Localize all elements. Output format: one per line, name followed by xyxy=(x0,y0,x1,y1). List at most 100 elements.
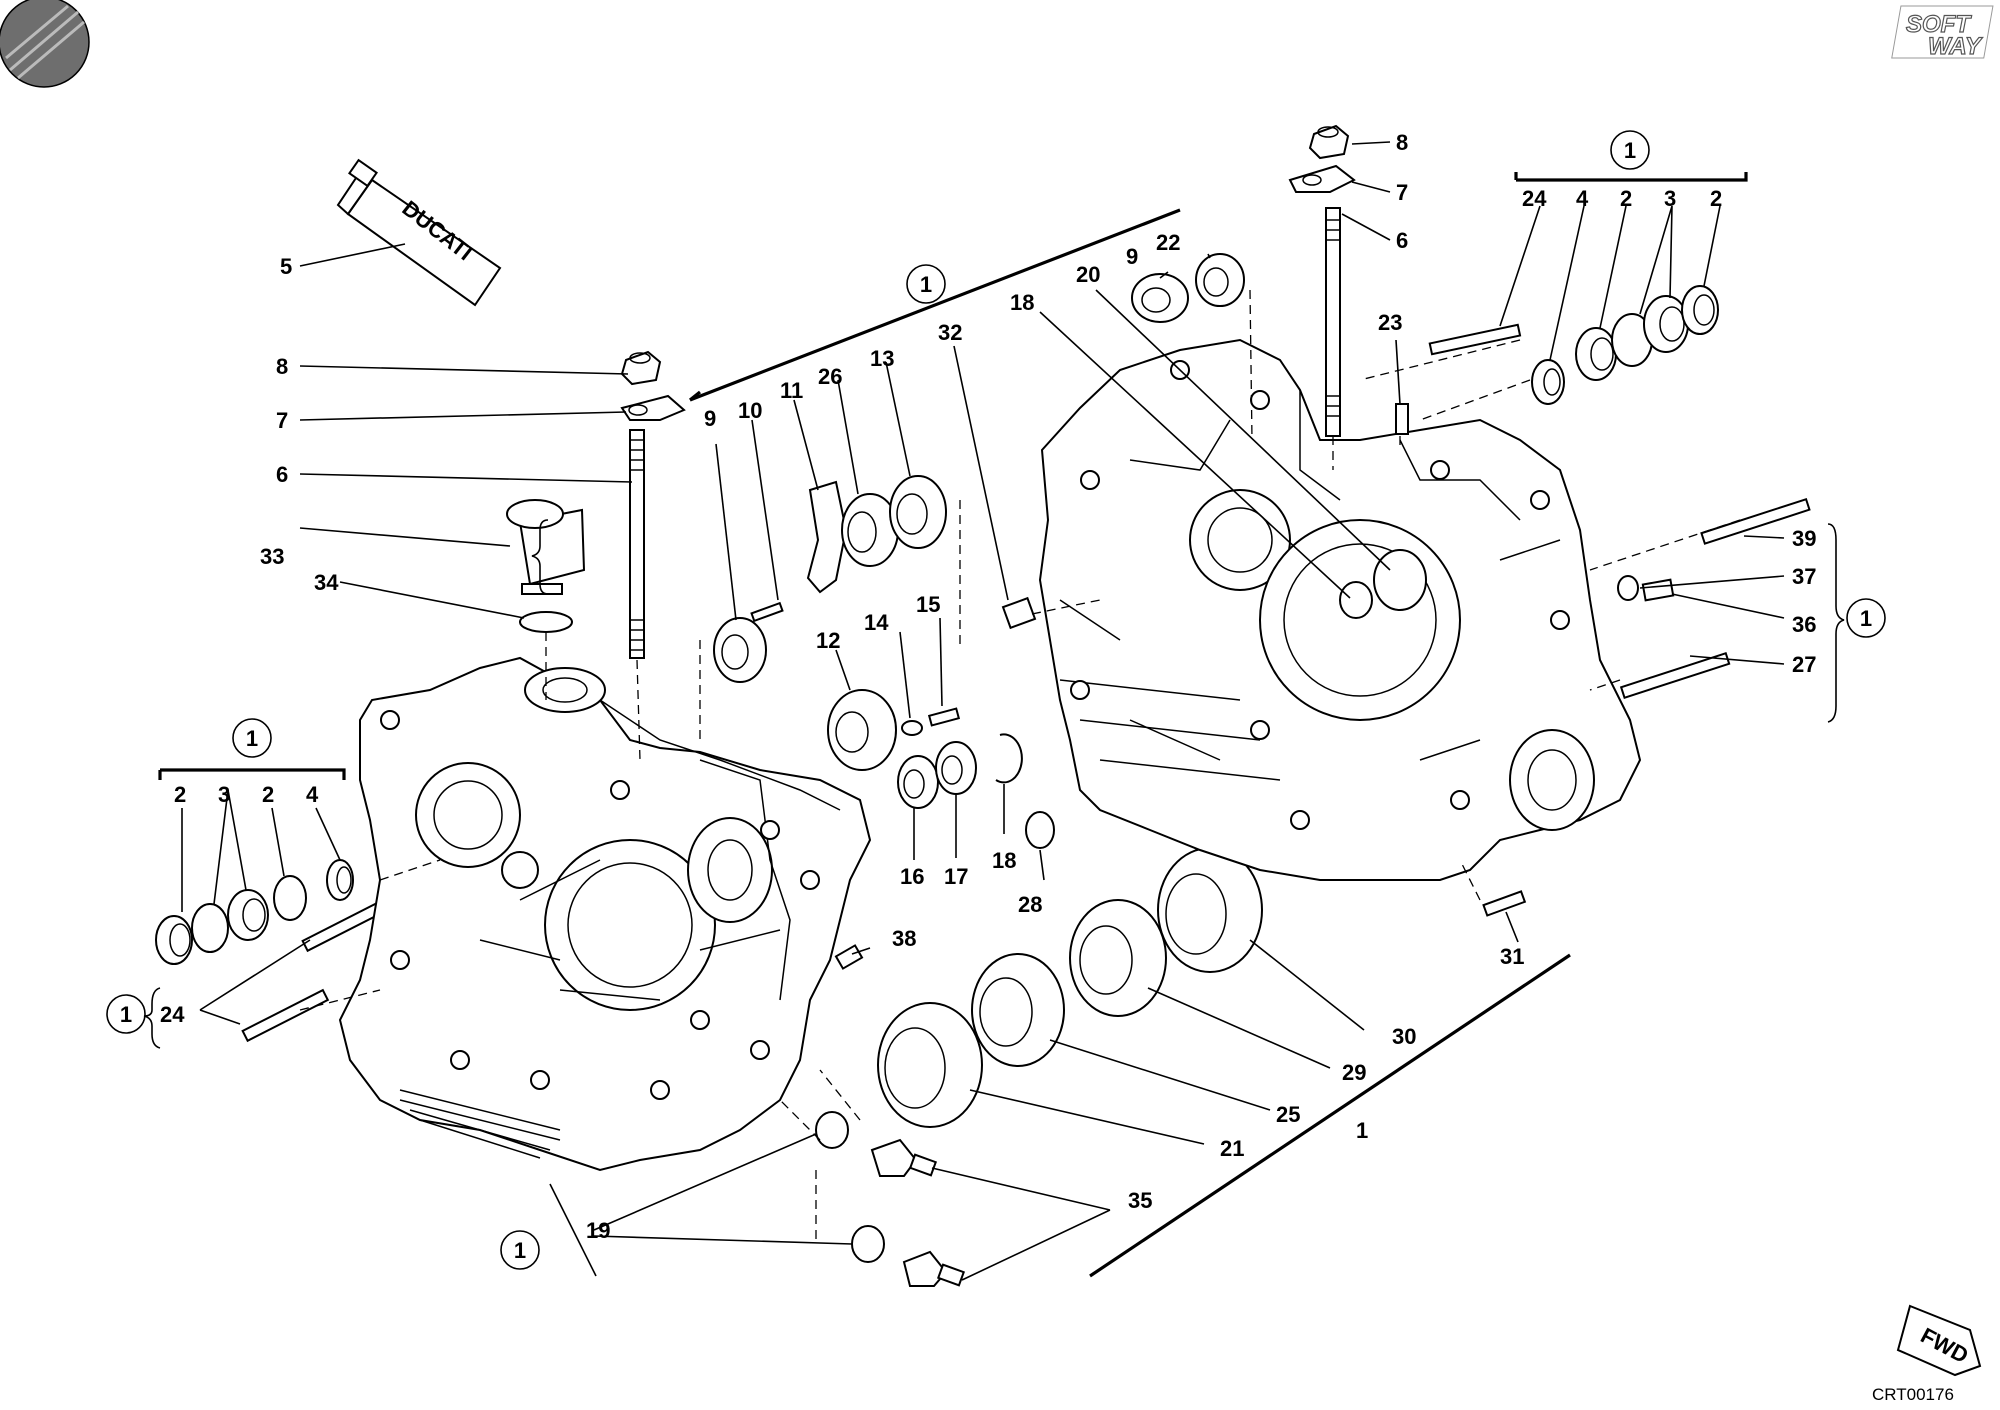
logo-text-top: SOFT xyxy=(1906,11,1972,38)
svg-text:1: 1 xyxy=(514,1238,526,1263)
callout-3-left: 3 xyxy=(218,782,230,807)
plug-36 xyxy=(1641,578,1675,602)
callout-27: 27 xyxy=(1792,652,1816,677)
washer-37 xyxy=(1617,575,1639,601)
corner-logo-disc xyxy=(0,0,90,88)
seal-22 xyxy=(1195,253,1245,307)
callout-8-left: 8 xyxy=(276,354,288,379)
callout-18-left: 18 xyxy=(992,848,1016,873)
callout-26: 26 xyxy=(818,364,842,389)
callout-31: 31 xyxy=(1500,944,1524,969)
callout-9-left: 9 xyxy=(704,406,716,431)
kit-marker-right: 1 xyxy=(1846,598,1886,638)
screw-15 xyxy=(927,707,961,727)
nut-right xyxy=(1308,124,1350,160)
plug-35-bottom xyxy=(902,1250,966,1287)
callout-7-right: 7 xyxy=(1396,180,1408,205)
retainer-plate-11 xyxy=(806,480,848,594)
sealant-tube: DUCATI xyxy=(336,158,502,307)
bearing-25 xyxy=(971,953,1065,1067)
left-bearing-stack xyxy=(155,859,354,965)
washer-14 xyxy=(901,720,923,736)
kit-marker-24: 1 xyxy=(106,994,146,1034)
bracket-top-right xyxy=(1516,172,1748,182)
callout-25: 25 xyxy=(1276,1102,1300,1127)
bolt-27 xyxy=(1619,651,1731,699)
breather-cap xyxy=(506,499,586,595)
callout-34: 34 xyxy=(314,570,339,595)
callout-2-right-b: 2 xyxy=(1710,186,1722,211)
callout-33: 33 xyxy=(260,544,284,569)
brace-33-34 xyxy=(531,519,549,595)
callout-17: 17 xyxy=(944,864,968,889)
stud-right xyxy=(1325,207,1341,437)
callout-30: 30 xyxy=(1392,1024,1416,1049)
callout-15: 15 xyxy=(916,592,940,617)
callout-24-left: 24 xyxy=(160,1002,185,1027)
callout-35: 35 xyxy=(1128,1188,1152,1213)
washer-19-bottom xyxy=(851,1225,885,1263)
plug-35-top xyxy=(870,1138,938,1177)
washer-left xyxy=(620,394,686,421)
callout-28: 28 xyxy=(1018,892,1042,917)
callout-3-right: 3 xyxy=(1664,186,1676,211)
callout-23: 23 xyxy=(1378,310,1402,335)
stud-left xyxy=(629,429,645,659)
callout-20: 20 xyxy=(1076,262,1100,287)
bushing-30 xyxy=(1157,847,1263,973)
bolt-39 xyxy=(1700,497,1811,545)
washer-right xyxy=(1288,164,1356,193)
svg-text:1: 1 xyxy=(246,726,258,751)
kit-marker-top-left: 1 xyxy=(906,264,946,304)
callout-16: 16 xyxy=(900,864,924,889)
bracket-bottom xyxy=(1089,953,1571,1278)
callout-5: 5 xyxy=(280,254,292,279)
bearing-12 xyxy=(827,689,897,771)
nut-left xyxy=(620,350,662,386)
callout-2-left-a: 2 xyxy=(174,782,186,807)
bolts-24-left xyxy=(241,898,390,1043)
o-ring-34 xyxy=(519,611,573,633)
callout-24-right: 24 xyxy=(1522,186,1547,211)
kit-marker-top-right: 1 xyxy=(1610,130,1650,170)
right-crankcase-half xyxy=(1038,338,1642,881)
callout-2-right-a: 2 xyxy=(1620,186,1632,211)
fwd-arrow-icon: FWD xyxy=(1896,1304,1982,1377)
svg-text:1: 1 xyxy=(920,272,932,297)
bolt-24-right xyxy=(1428,323,1522,356)
screw-10 xyxy=(750,601,784,623)
seal-13 xyxy=(889,475,947,549)
drawing-code: CRT00176 xyxy=(1872,1385,1954,1404)
callout-2-left-b: 2 xyxy=(262,782,274,807)
callout-29: 29 xyxy=(1342,1060,1366,1085)
callout-9-right: 9 xyxy=(1126,244,1138,269)
brace-24-left xyxy=(143,987,161,1049)
callout-21: 21 xyxy=(1220,1136,1244,1161)
kit-marker-19: 1 xyxy=(500,1230,540,1270)
leader-lines xyxy=(181,141,1785,1281)
bearing-9-right xyxy=(1131,273,1189,323)
kit-marker-left: 1 xyxy=(232,718,272,758)
circlip-18 xyxy=(995,733,1023,784)
callout-4-left: 4 xyxy=(306,782,319,807)
bearing-9-left xyxy=(713,617,767,683)
logo-text-bottom: WAY xyxy=(1928,33,1983,60)
svg-text:1: 1 xyxy=(1860,606,1872,631)
brace-19 xyxy=(549,1183,597,1277)
callout-10: 10 xyxy=(738,398,762,423)
washer-19-top xyxy=(815,1111,849,1149)
callout-32: 32 xyxy=(938,320,962,345)
bracket-left xyxy=(160,768,346,780)
dowel-31 xyxy=(1482,890,1527,917)
callout-4-right: 4 xyxy=(1576,186,1589,211)
callout-12: 12 xyxy=(816,628,840,653)
callout-36: 36 xyxy=(1792,612,1816,637)
callout-8-right: 8 xyxy=(1396,130,1408,155)
svg-text:1: 1 xyxy=(120,1002,132,1027)
bushing-21 xyxy=(877,1002,983,1128)
bearing-17 xyxy=(935,741,977,795)
callout-6-right: 6 xyxy=(1396,228,1408,253)
dowel-32 xyxy=(1001,596,1037,630)
bracket-top-left xyxy=(689,208,1181,402)
